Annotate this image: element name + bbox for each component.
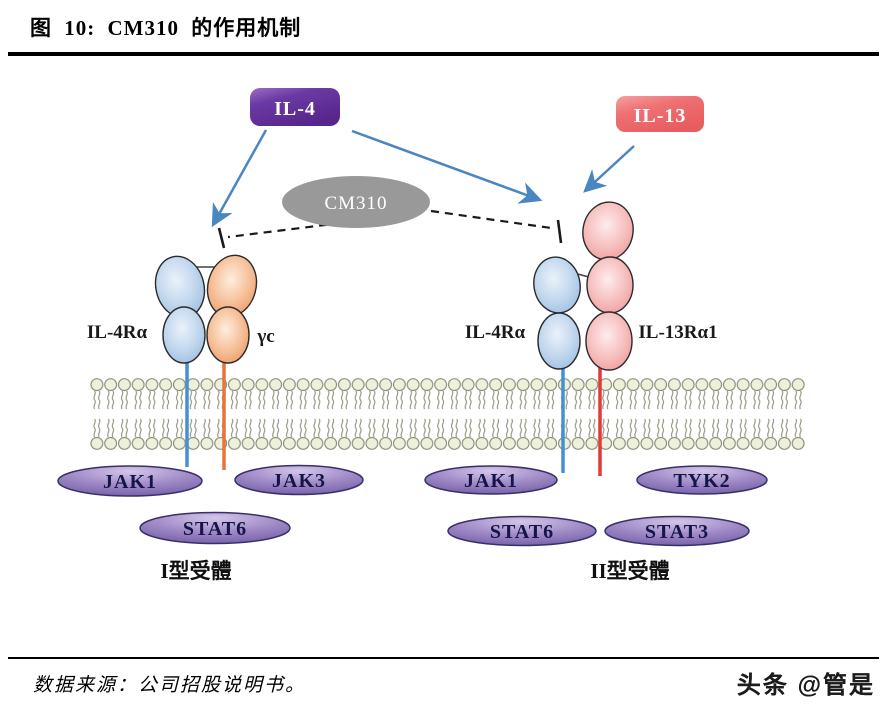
header-divider (8, 52, 879, 56)
type2-il13ra1-label: IL-13Rα1 (638, 322, 717, 343)
footer-divider (8, 657, 879, 659)
cm310-inhibition-right (430, 209, 563, 244)
type2-jak1-ellipse (424, 465, 558, 495)
type1-gc-domain-lower (206, 306, 250, 364)
type2-stat6-label: STAT6 (490, 521, 554, 543)
type2-il13ra1-domain-top (582, 201, 634, 261)
type2-il13ra1-domain-middle (586, 256, 634, 314)
type2-stat3-ellipse (604, 515, 750, 547)
cm310-label: CM310 (324, 193, 387, 214)
il13-cytokine: IL-13 (616, 96, 704, 132)
cm310-drug: CM310 (282, 176, 430, 228)
type1-il4ra-label: IL-4Rα (87, 322, 148, 343)
figure-title: 图 10: CM310 的作用机制 (30, 16, 302, 40)
type2-il4ra-domain-upper (533, 256, 581, 314)
type1-receptor-complex: IL-4Rα γc (87, 254, 275, 364)
data-source-note: 数据来源：公司招股说明书。 (33, 675, 307, 696)
type2-tyk2-label: TYK2 (673, 470, 730, 492)
type1-receptor-title: I型受體 (160, 559, 231, 583)
type1-gc-label: γc (256, 326, 274, 347)
type1-stat6-ellipse (139, 511, 291, 545)
cm310-inhibition-left (217, 221, 342, 249)
il4-to-type1-arrow (211, 129, 268, 228)
cell-membrane (90, 378, 805, 450)
type1-jak3-ellipse (234, 464, 364, 496)
il4-label: IL-4 (274, 98, 316, 120)
il13-box (616, 96, 704, 132)
toutiao-watermark: 头条 @管是 (736, 672, 875, 699)
type2-jak1-label: JAK1 (464, 470, 518, 492)
type2-receptor-title: II型受體 (590, 559, 669, 583)
type2-stat3-label: STAT3 (645, 521, 709, 543)
type1-jak1-label: JAK1 (103, 471, 157, 493)
type2-tyk2-ellipse (636, 465, 768, 495)
type1-stat6-label: STAT6 (183, 518, 247, 540)
type1-jak1-ellipse (57, 465, 203, 497)
il4-box (250, 88, 340, 126)
type2-signaling: JAK1 TYK2 STAT6 STAT3 II型受體 (424, 465, 768, 583)
type2-il4ra-domain-lower (537, 312, 581, 370)
il4-to-type2-arrow (351, 129, 543, 204)
type1-il4ra-domain-lower (162, 306, 206, 364)
il4-cytokine: IL-4 (250, 88, 340, 126)
type2-il4ra-label: IL-4Rα (465, 322, 526, 343)
il13-to-type2-arrow (583, 145, 635, 193)
cm310-ellipse (282, 176, 430, 228)
type1-signaling: JAK1 JAK3 STAT6 I型受體 (57, 464, 364, 583)
type2-receptor-complex: IL-4Rα IL-13Rα1 (465, 201, 718, 371)
type1-jak3-label: JAK3 (272, 470, 326, 492)
il13-label: IL-13 (634, 105, 687, 127)
type2-il13ra1-domain-bottom (585, 311, 633, 371)
type2-stat6-ellipse (447, 515, 597, 547)
